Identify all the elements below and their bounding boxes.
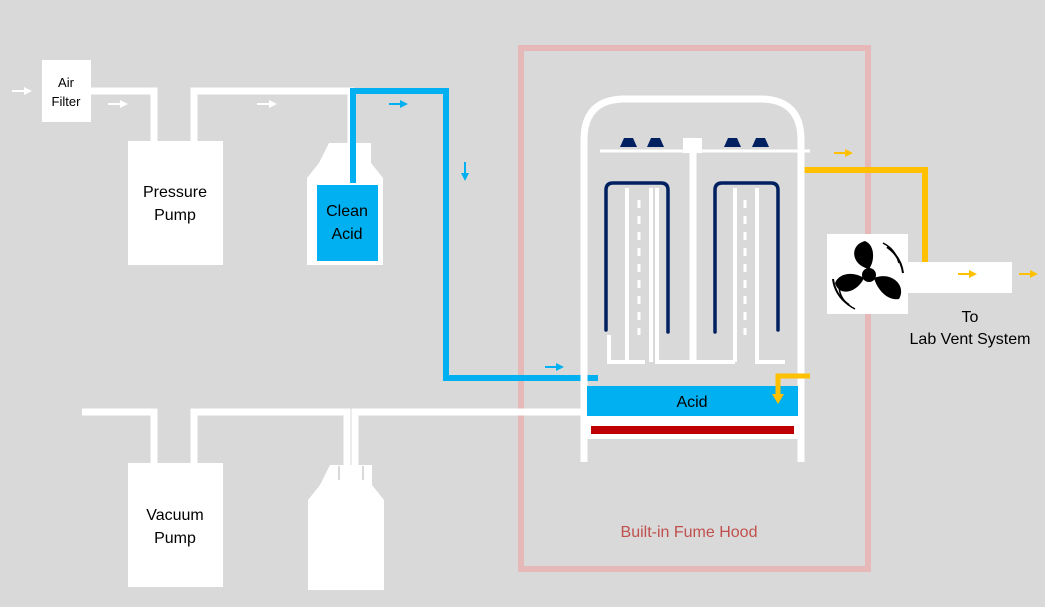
acid-flow-arrows — [389, 100, 564, 371]
fume-hood-label: Built-in Fume Hood — [621, 524, 758, 541]
air-filter — [42, 60, 91, 122]
pressure-pump-label-line1: Pressure — [143, 184, 207, 201]
vent-duct — [908, 262, 1012, 293]
arrow-icon-acid-2 — [461, 162, 469, 181]
nozzle-4 — [752, 138, 769, 147]
spray-nozzles — [620, 138, 769, 147]
clean-acid-bottle: Clean Acid — [307, 143, 383, 265]
clean-acid-fill — [317, 185, 378, 261]
acid-bath-label: Acid — [676, 394, 707, 411]
clean-acid-line — [350, 88, 598, 381]
vacuum-trap-bottle — [308, 465, 384, 590]
wafer-rack-supports — [607, 153, 785, 364]
wafer-rack-frames — [604, 181, 780, 334]
vent-label-line1: To — [962, 309, 979, 326]
pressure-pump — [128, 141, 223, 265]
arrow-icon-acid-3 — [545, 363, 564, 371]
nozzle-2 — [647, 138, 664, 147]
wafer-rack-dashes — [637, 200, 747, 335]
nozzle-1 — [620, 138, 637, 147]
vacuum-piping — [82, 408, 584, 466]
arrow-icon-exhaust-down — [772, 394, 784, 404]
arrow-icon-exhaust-3 — [1019, 270, 1038, 278]
pressure-pump-label-line2: Pump — [154, 207, 196, 224]
exhaust-inlet — [775, 373, 810, 395]
clean-acid-label-line1: Clean — [326, 203, 368, 220]
air-filter-label-line1: Air — [58, 75, 75, 90]
vent-label-line2: Lab Vent System — [910, 331, 1031, 348]
fan-icon — [832, 241, 904, 310]
vacuum-pump-label-line2: Pump — [154, 530, 196, 547]
heater-element — [591, 426, 794, 434]
vacuum-pump — [128, 463, 223, 587]
air-flow-arrows — [12, 87, 277, 108]
arrow-icon-exhaust-1 — [834, 149, 853, 157]
arrow-icon-air-3 — [257, 100, 277, 108]
air-filter-label-line2: Filter — [52, 94, 82, 109]
exhaust-line — [800, 167, 928, 262]
arrow-icon-air-2 — [108, 100, 128, 108]
arrow-icon-acid-1 — [389, 100, 408, 108]
exhaust-flow-arrows — [834, 149, 1038, 278]
nozzle-3 — [724, 138, 741, 147]
vacuum-pump-label-line1: Vacuum — [146, 507, 204, 524]
arrow-icon-air-1 — [12, 87, 32, 95]
clean-acid-label-line2: Acid — [331, 226, 362, 243]
arrow-icon-exhaust-2 — [958, 270, 977, 278]
acid-bath — [587, 386, 798, 416]
